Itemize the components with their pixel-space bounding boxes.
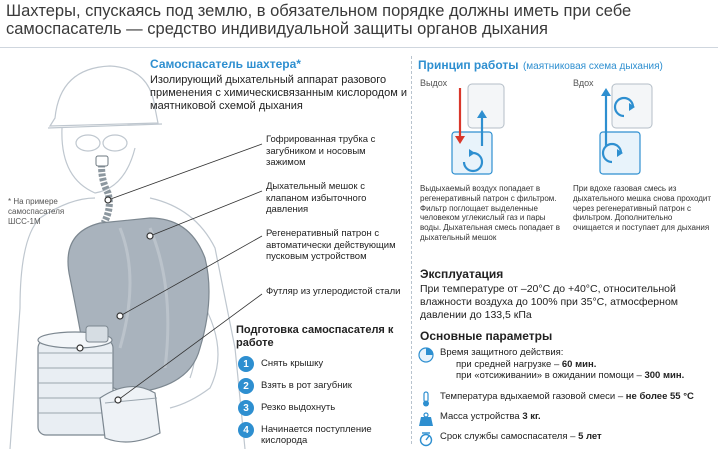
step-text: Начинается поступление кислорода: [261, 424, 372, 446]
part-case: Футляр из углеродистой стали: [266, 286, 401, 297]
header-divider: [0, 47, 718, 48]
step-3: 3 Резко выдохнуть: [238, 400, 408, 420]
rescuer-title: Самоспасатель шахтера*: [150, 57, 301, 71]
step-text: Снять крышку: [261, 358, 324, 369]
weight-icon: [419, 412, 433, 426]
step-2: 2 Взять в рот загубник: [238, 378, 408, 398]
time-line-1: при средней нагрузке – 60 мин.: [440, 359, 684, 371]
lifetime-icon: [419, 432, 433, 447]
inhale-label: Вдох: [573, 78, 594, 88]
part-bag: Дыхательный мешок с клапаном избыточного…: [266, 181, 367, 215]
step-number: 1: [238, 356, 254, 372]
time-label: Время защитного действия:: [440, 347, 564, 358]
headline: Шахтеры, спускаясь под землю, в обязател…: [6, 2, 632, 38]
principle-title: Принцип работы (маятниковая схема дыхани…: [418, 56, 714, 74]
time-line-1-value: 60 мин.: [561, 358, 597, 370]
stopwatch-icon: [418, 347, 434, 363]
param-temperature: Температура вдыхаемой газовой смеси – не…: [418, 391, 714, 407]
time-line-2-value: 300 мин.: [644, 370, 685, 381]
life-text: Срок службы самоспасателя –: [440, 431, 579, 442]
step-number: 3: [238, 400, 254, 416]
part-cartridge: Регенеративный патрон с автоматически де…: [266, 228, 396, 262]
usage-title: Эксплуатация: [420, 267, 504, 281]
step-1: 1 Снять крышку: [238, 356, 408, 376]
step-4: 4 Начинается поступление кислорода: [238, 422, 408, 448]
params-title: Основные параметры: [420, 329, 553, 343]
step-text: Взять в рот загубник: [261, 380, 352, 391]
mass-text: Масса устройства: [440, 411, 523, 422]
step-number: 2: [238, 378, 254, 394]
rescuer-description: Изолирующий дыхательный аппарат разового…: [150, 74, 407, 112]
inhale-text: При вдохе газовая смесь из дыхательного …: [573, 184, 712, 233]
mass-value: 3 кг.: [522, 411, 541, 422]
step-text: Резко выдохнуть: [261, 402, 336, 413]
life-value: 5 лет: [578, 431, 602, 442]
param-mass: Масса устройства 3 кг.: [418, 411, 714, 427]
part-tube: Гофрированная трубка с загубником и носо…: [266, 134, 376, 168]
temp-text: Температура вдыхаемой газовой смеси –: [440, 391, 626, 402]
temp-value: не более 55 °С: [625, 391, 694, 402]
time-line-1-text: при средней нагрузке –: [456, 358, 562, 370]
panel-separator: [411, 56, 412, 444]
time-line-2-text: при «отсиживании» в ожидании помощи –: [456, 370, 645, 381]
principle-heading: Принцип работы: [418, 58, 519, 72]
step-number: 4: [238, 422, 254, 438]
exhale-text: Выдыхаемый воздух попадает в регенератив…: [420, 184, 561, 242]
miner-illustration: [9, 65, 263, 449]
principle-subtitle: (маятниковая схема дыхания): [522, 61, 663, 72]
exhale-label: Выдох: [420, 78, 448, 88]
param-time: Время защитного действия: при средней на…: [418, 347, 714, 382]
usage-text: При температуре от –20°С до +40°С, относ…: [420, 283, 678, 321]
model-note: * На примере самоспасателя ШСС-1М: [8, 197, 65, 226]
exhale-diagram: [451, 83, 505, 175]
param-lifetime: Срок службы самоспасателя – 5 лет: [418, 431, 714, 447]
thermometer-icon: [423, 391, 429, 407]
preparation-title: Подготовка самоспасателя к работе: [236, 324, 394, 349]
inhale-diagram: [599, 83, 653, 175]
time-line-2: при «отсиживании» в ожидании помощи – 30…: [440, 370, 684, 382]
